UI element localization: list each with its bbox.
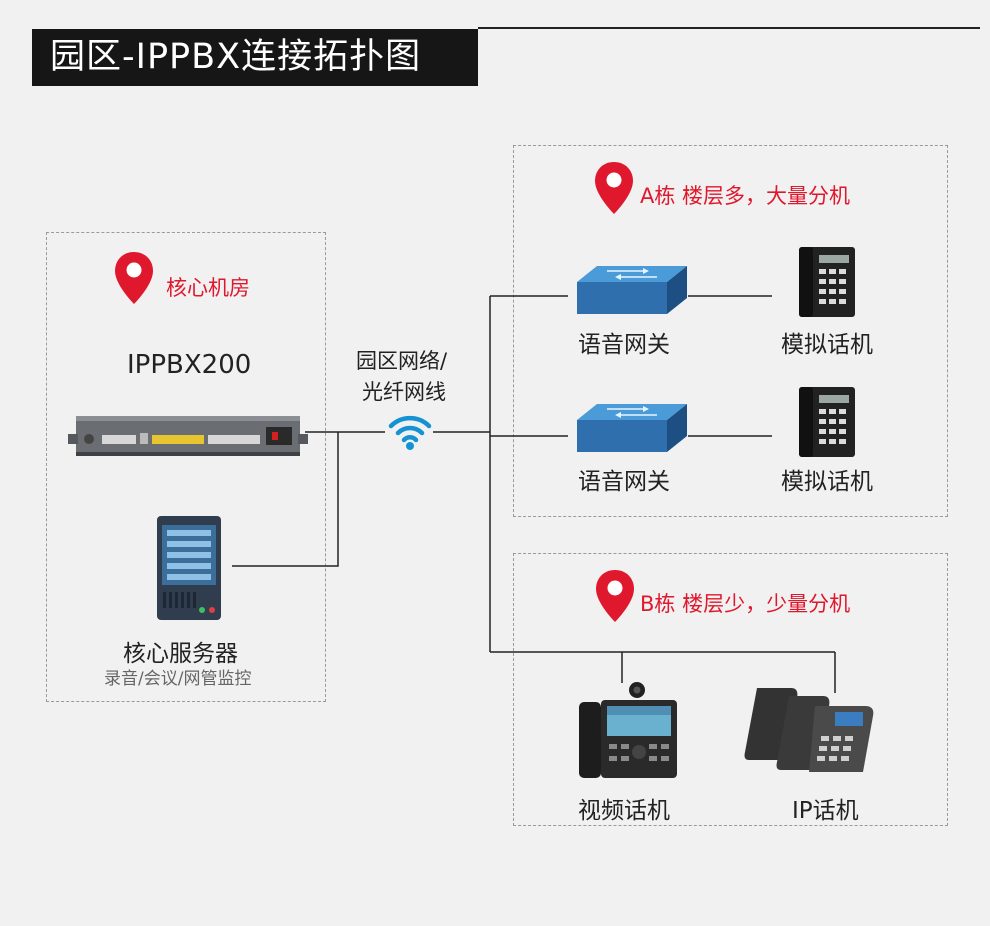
voice-gateway-icon bbox=[577, 404, 687, 452]
analog-phone-icon bbox=[799, 247, 855, 317]
location-pin-icon bbox=[596, 570, 634, 622]
analog-phone-label: 模拟话机 bbox=[781, 332, 873, 358]
video-phone-icon bbox=[579, 682, 677, 778]
network-label-line2: 光纤网线 bbox=[362, 380, 446, 404]
building-a-location: A栋 楼层多，大量分机 bbox=[640, 184, 851, 208]
ippbx-device-icon bbox=[68, 416, 308, 456]
building-a-panel bbox=[513, 145, 948, 517]
pbx-label: IPPBX200 bbox=[127, 350, 252, 380]
network-label-line1: 园区网络/ bbox=[356, 349, 448, 373]
building-b-location: B栋 楼层少，少量分机 bbox=[640, 592, 851, 616]
core-room-panel bbox=[46, 232, 326, 702]
gateway-label: 语音网关 bbox=[578, 332, 670, 358]
building-b-panel bbox=[513, 553, 948, 826]
core-room-location: 核心机房 bbox=[166, 276, 250, 300]
ip-phone-icon bbox=[744, 688, 874, 772]
page-title: 园区-IPPBX连接拓扑图 bbox=[32, 29, 478, 86]
title-rule bbox=[478, 27, 980, 29]
analog-phone-icon bbox=[799, 387, 855, 457]
location-pin-icon bbox=[595, 162, 633, 214]
gateway-label: 语音网关 bbox=[578, 469, 670, 495]
voice-gateway-icon bbox=[577, 266, 687, 314]
wifi-icon bbox=[388, 415, 432, 450]
server-label: 核心服务器 bbox=[123, 641, 238, 667]
analog-phone-label: 模拟话机 bbox=[781, 469, 873, 495]
server-subtitle: 录音/会议/网管监控 bbox=[104, 669, 252, 689]
server-icon bbox=[157, 516, 221, 620]
ip-phone-label: IP话机 bbox=[792, 798, 859, 824]
video-phone-label: 视频话机 bbox=[578, 798, 670, 824]
location-pin-icon bbox=[115, 252, 153, 304]
